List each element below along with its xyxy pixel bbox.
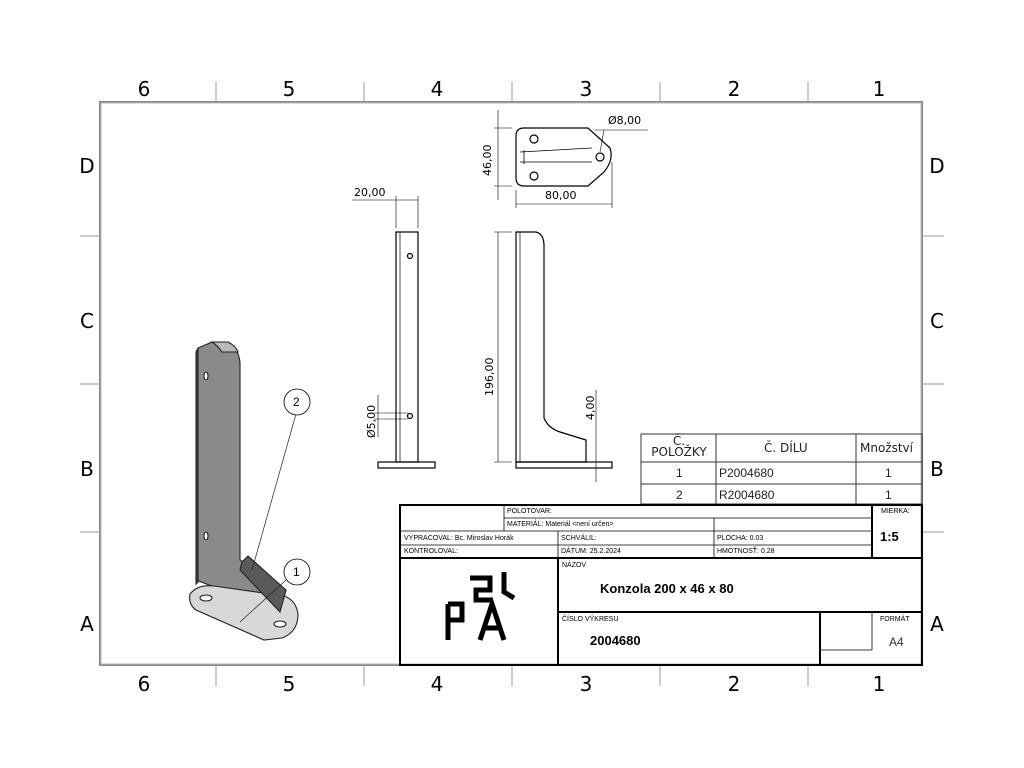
zone-ticks <box>80 82 944 686</box>
parts-row1-qty: 1 <box>885 466 892 480</box>
isometric-view <box>189 341 299 641</box>
zone-col-3-bottom: 3 <box>579 672 593 696</box>
dim-plate-side: 4,00 <box>584 395 597 421</box>
tb-mierka-value: 1:5 <box>880 529 899 544</box>
tb-plocha: PLOCHA: 0.03 <box>717 535 764 542</box>
zone-row-b-left: B <box>80 457 94 481</box>
zone-col-6-bottom: 6 <box>137 672 151 696</box>
zone-col-5-top: 5 <box>282 77 296 101</box>
tb-cislo-value: 2004680 <box>590 633 641 648</box>
zone-row-a-left: A <box>80 612 94 636</box>
zone-row-a-right: A <box>930 612 944 636</box>
tb-polotovar: POLOTOVAR: <box>507 508 552 515</box>
dim-depth-top: 46,00 <box>481 144 494 177</box>
zone-row-b-right: B <box>930 457 944 481</box>
parts-row2-part: R2004680 <box>719 488 775 502</box>
balloon-2: 2 <box>293 395 300 409</box>
tb-nazov-value: Konzola 200 x 46 x 80 <box>600 581 734 596</box>
parts-header-part: Č. DÍLU <box>764 441 808 455</box>
side-view <box>494 231 613 482</box>
tb-vypracoval: VYPRACOVAL: Bc. Miroslav Horák <box>404 535 514 542</box>
parts-row1-item: 1 <box>676 466 683 480</box>
front-view <box>352 196 436 469</box>
zone-col-5-bottom: 5 <box>282 672 296 696</box>
tb-format-value: A4 <box>889 635 904 649</box>
tb-schvalil: SCHVÁLIL: <box>561 535 597 542</box>
zone-col-4-top: 4 <box>430 77 444 101</box>
parts-row2-item: 2 <box>676 488 683 502</box>
title-block-grid <box>399 504 923 666</box>
balloon-circles <box>283 388 311 586</box>
dim-height-side: 196,00 <box>483 357 496 397</box>
parts-row2-qty: 1 <box>885 488 892 502</box>
tb-format-label: FORMÁT <box>880 616 910 623</box>
zone-col-1-bottom: 1 <box>872 672 886 696</box>
zone-col-2-bottom: 2 <box>727 672 741 696</box>
parts-row1-part: P2004680 <box>719 466 774 480</box>
zone-col-6-top: 6 <box>137 77 151 101</box>
zone-col-1-top: 1 <box>872 77 886 101</box>
zone-row-c-left: C <box>80 309 94 333</box>
zone-col-4-bottom: 4 <box>430 672 444 696</box>
top-view <box>494 110 648 208</box>
dim-width-top: 80,00 <box>545 189 577 202</box>
zone-col-2-top: 2 <box>727 77 741 101</box>
tb-nazov-label: NÁZOV <box>562 562 587 569</box>
parts-header-item: Č. POLOŽKY <box>651 434 707 459</box>
tb-cislo-label: ČÍSLO VÝKRESU <box>562 616 619 623</box>
tb-material: MATERIÁL: Materiál <není určen> <box>507 521 614 528</box>
dim-hole-diameter-front: Ø5,00 <box>365 404 378 438</box>
dim-hole-diameter-top: Ø8,00 <box>608 114 642 127</box>
dim-thickness-front: 20,00 <box>354 186 386 199</box>
tb-hmotnost: HMOTNOSŤ: 0.28 <box>717 548 775 555</box>
zone-row-d-right: D <box>929 154 945 178</box>
tb-kontroloval: KONTROLOVAL: <box>404 548 458 555</box>
zone-col-3-top: 3 <box>579 77 593 101</box>
zone-row-d-left: D <box>79 154 95 178</box>
tb-mierka-label: MIERKA: <box>881 508 910 515</box>
balloon-1: 1 <box>293 565 300 579</box>
tb-datum: DÁTUM: 25.2.2024 <box>561 548 621 555</box>
parts-header-qty: Množství <box>860 441 913 455</box>
zone-row-c-right: C <box>930 309 944 333</box>
company-logo <box>445 572 516 641</box>
